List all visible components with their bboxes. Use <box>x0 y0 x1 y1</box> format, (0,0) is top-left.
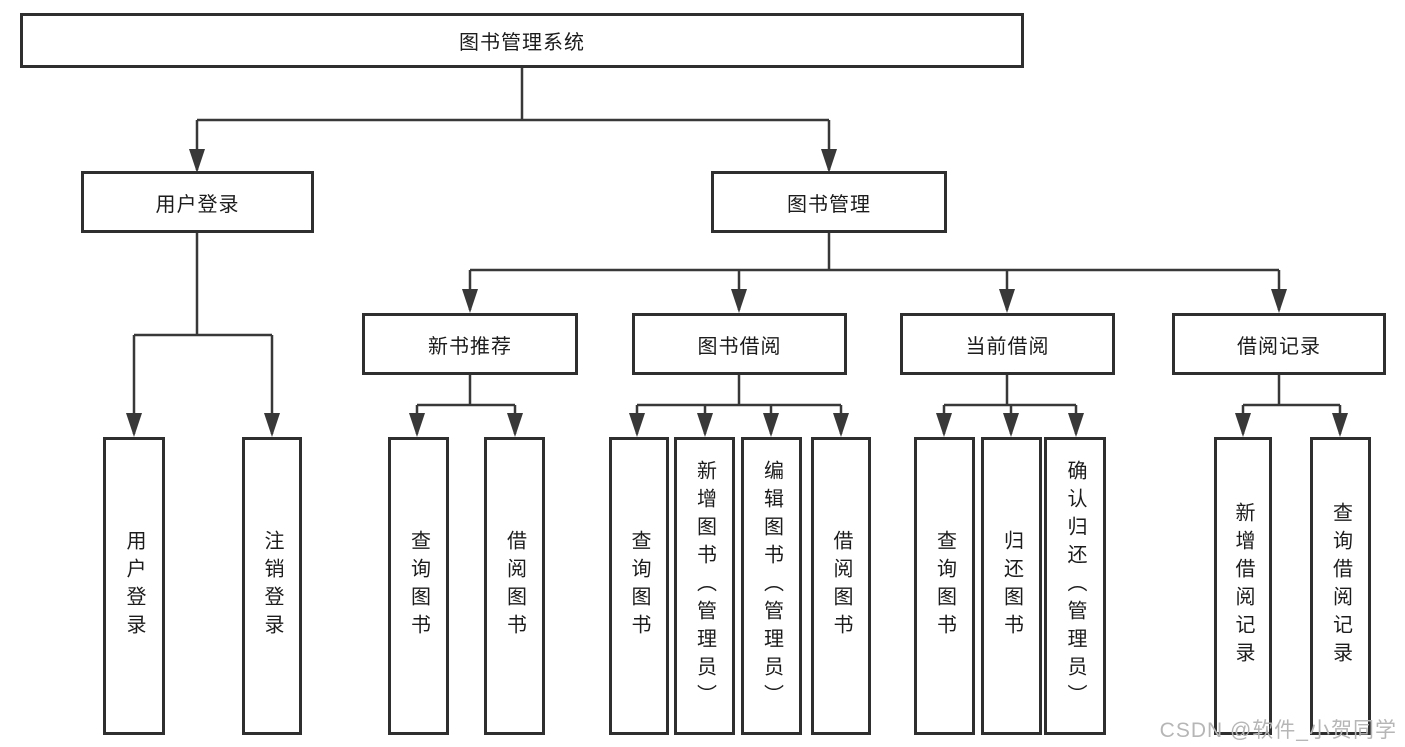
node-current-borrow-label: 当前借阅 <box>965 335 1050 358</box>
leaf-user-login: 用户登录 <box>103 437 165 735</box>
leaf-edit-books-admin: 编辑图书（管理员） <box>741 437 802 735</box>
leaf-add-borrow-record-label: 新增借阅记录 <box>1232 502 1254 670</box>
leaf-query-books-borrow-label: 查询图书 <box>628 530 650 642</box>
node-user-login-label: 用户登录 <box>155 193 240 216</box>
node-library-system: 图书管理系统 <box>20 13 1024 68</box>
node-user-login: 用户登录 <box>81 171 314 233</box>
node-borrow-records-label: 借阅记录 <box>1237 335 1321 358</box>
node-new-book-recommend: 新书推荐 <box>362 313 578 375</box>
leaf-return-books-label: 归还图书 <box>1000 530 1023 642</box>
leaf-query-books-current: 查询图书 <box>914 437 975 735</box>
csdn-watermark: CSDN @软件_小贺同学 <box>1159 719 1397 742</box>
leaf-add-books-admin: 新增图书（管理员） <box>674 437 735 735</box>
leaf-user-login-label: 用户登录 <box>123 530 145 642</box>
leaf-borrow-books-recommend: 借阅图书 <box>484 437 545 735</box>
leaf-borrow-books: 借阅图书 <box>811 437 871 735</box>
leaf-query-books-recommend: 查询图书 <box>388 437 449 735</box>
leaf-query-borrow-record: 查询借阅记录 <box>1310 437 1371 735</box>
node-book-borrow: 图书借阅 <box>632 313 847 375</box>
leaf-return-books: 归还图书 <box>981 437 1042 735</box>
node-library-system-label: 图书管理系统 <box>459 32 585 54</box>
node-book-management-label: 图书管理 <box>787 193 871 216</box>
leaf-edit-books-admin-label: 编辑图书（管理员） <box>760 460 783 712</box>
leaf-query-books-borrow: 查询图书 <box>609 437 669 735</box>
leaf-add-books-admin-label: 新增图书（管理员） <box>693 460 716 712</box>
leaf-borrow-books-recommend-label: 借阅图书 <box>503 530 526 642</box>
node-new-book-recommend-label: 新书推荐 <box>428 335 512 358</box>
leaf-query-books-current-label: 查询图书 <box>933 530 956 642</box>
leaf-query-books-recommend-label: 查询图书 <box>407 530 430 642</box>
leaf-add-borrow-record: 新增借阅记录 <box>1214 437 1272 735</box>
node-borrow-records: 借阅记录 <box>1172 313 1386 375</box>
leaf-logout: 注销登录 <box>242 437 302 735</box>
node-book-borrow-label: 图书借阅 <box>697 335 782 358</box>
leaf-confirm-return-admin-label: 确认归还（管理员） <box>1064 460 1086 712</box>
leaf-logout-label: 注销登录 <box>261 530 283 642</box>
leaf-borrow-books-label: 借阅图书 <box>830 530 852 642</box>
node-current-borrow: 当前借阅 <box>900 313 1115 375</box>
leaf-query-borrow-record-label: 查询借阅记录 <box>1329 502 1352 670</box>
leaf-confirm-return-admin: 确认归还（管理员） <box>1044 437 1106 735</box>
node-book-management: 图书管理 <box>711 171 947 233</box>
